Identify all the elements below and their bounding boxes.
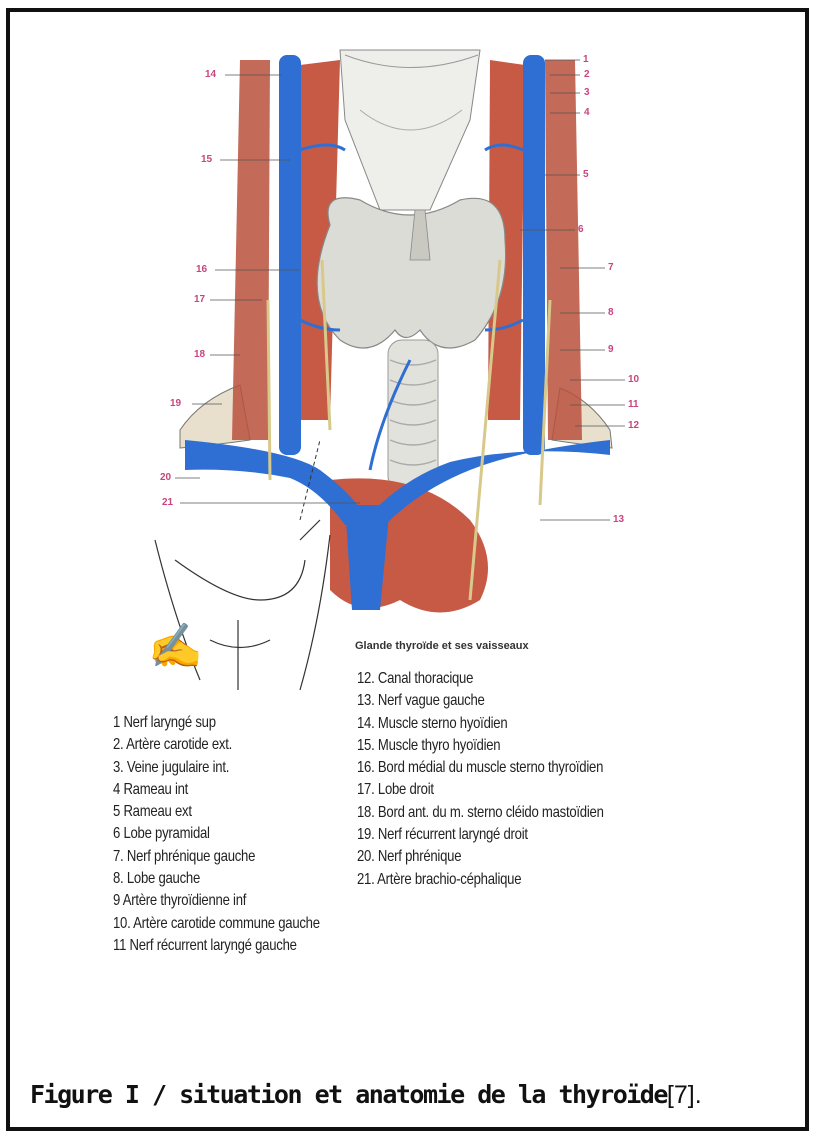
- callout-20: 20: [160, 472, 171, 483]
- callout-11: 11: [628, 399, 639, 410]
- legend-item: 5 Rameau ext: [113, 801, 320, 823]
- legend-item: 1 Nerf laryngé sup: [113, 712, 320, 734]
- legend-item: 18. Bord ant. du m. sterno cléido mastoï…: [357, 802, 604, 824]
- callout-21: 21: [162, 497, 173, 508]
- thyroid-anatomy-illustration: [0, 0, 819, 700]
- handwritten-mark: ✍: [148, 620, 201, 672]
- legend-item: 21. Artère brachio-céphalique: [357, 869, 604, 891]
- callout-16: 16: [196, 264, 207, 275]
- legend-item: 20. Nerf phrénique: [357, 846, 604, 868]
- legend-item: 17. Lobe droit: [357, 779, 604, 801]
- callout-4: 4: [584, 107, 590, 118]
- callout-19: 19: [170, 398, 181, 409]
- figure-caption: Figure I / situation et anatomie de la t…: [30, 1080, 702, 1110]
- legend-item: 7. Nerf phrénique gauche: [113, 846, 320, 868]
- figure-caption-ref: [7].: [667, 1081, 702, 1109]
- figure-caption-text: Figure I / situation et anatomie de la t…: [30, 1080, 667, 1109]
- callout-6: 6: [578, 224, 584, 235]
- legend-item: 6 Lobe pyramidal: [113, 823, 320, 845]
- callout-12: 12: [628, 420, 639, 431]
- callout-7: 7: [608, 262, 614, 273]
- callout-5: 5: [583, 169, 589, 180]
- callout-18: 18: [194, 349, 205, 360]
- legend-item: 4 Rameau int: [113, 779, 320, 801]
- callout-10: 10: [628, 374, 639, 385]
- callout-3: 3: [584, 87, 590, 98]
- callout-15: 15: [201, 154, 212, 165]
- legend-item: 2. Artère carotide ext.: [113, 734, 320, 756]
- callout-17: 17: [194, 294, 205, 305]
- legend-item: 11 Nerf récurrent laryngé gauche: [113, 935, 320, 957]
- legend-item: 15. Muscle thyro hyoïdien: [357, 735, 604, 757]
- callout-13: 13: [613, 514, 624, 525]
- legend-item: 9 Artère thyroïdienne inf: [113, 890, 320, 912]
- legend-left: 1 Nerf laryngé sup 2. Artère carotide ex…: [113, 712, 365, 957]
- legend-item: 3. Veine jugulaire int.: [113, 757, 320, 779]
- callout-8: 8: [608, 307, 614, 318]
- callout-14: 14: [205, 69, 216, 80]
- image-subtitle: Glande thyroïde et ses vaisseaux: [355, 640, 529, 652]
- legend-item: 10. Artère carotide commune gauche: [113, 913, 320, 935]
- legend-item: 8. Lobe gauche: [113, 868, 320, 890]
- callout-2: 2: [584, 69, 590, 80]
- callout-1: 1: [583, 54, 589, 65]
- legend-item: 12. Canal thoracique: [357, 668, 604, 690]
- callout-9: 9: [608, 344, 614, 355]
- legend-item: 13. Nerf vague gauche: [357, 690, 604, 712]
- legend-item: 16. Bord médial du muscle sterno thyroïd…: [357, 757, 604, 779]
- legend-item: 19. Nerf récurrent laryngé droit: [357, 824, 604, 846]
- legend-right: 12. Canal thoracique 13. Nerf vague gauc…: [357, 668, 658, 891]
- legend-item: 14. Muscle sterno hyoïdien: [357, 713, 604, 735]
